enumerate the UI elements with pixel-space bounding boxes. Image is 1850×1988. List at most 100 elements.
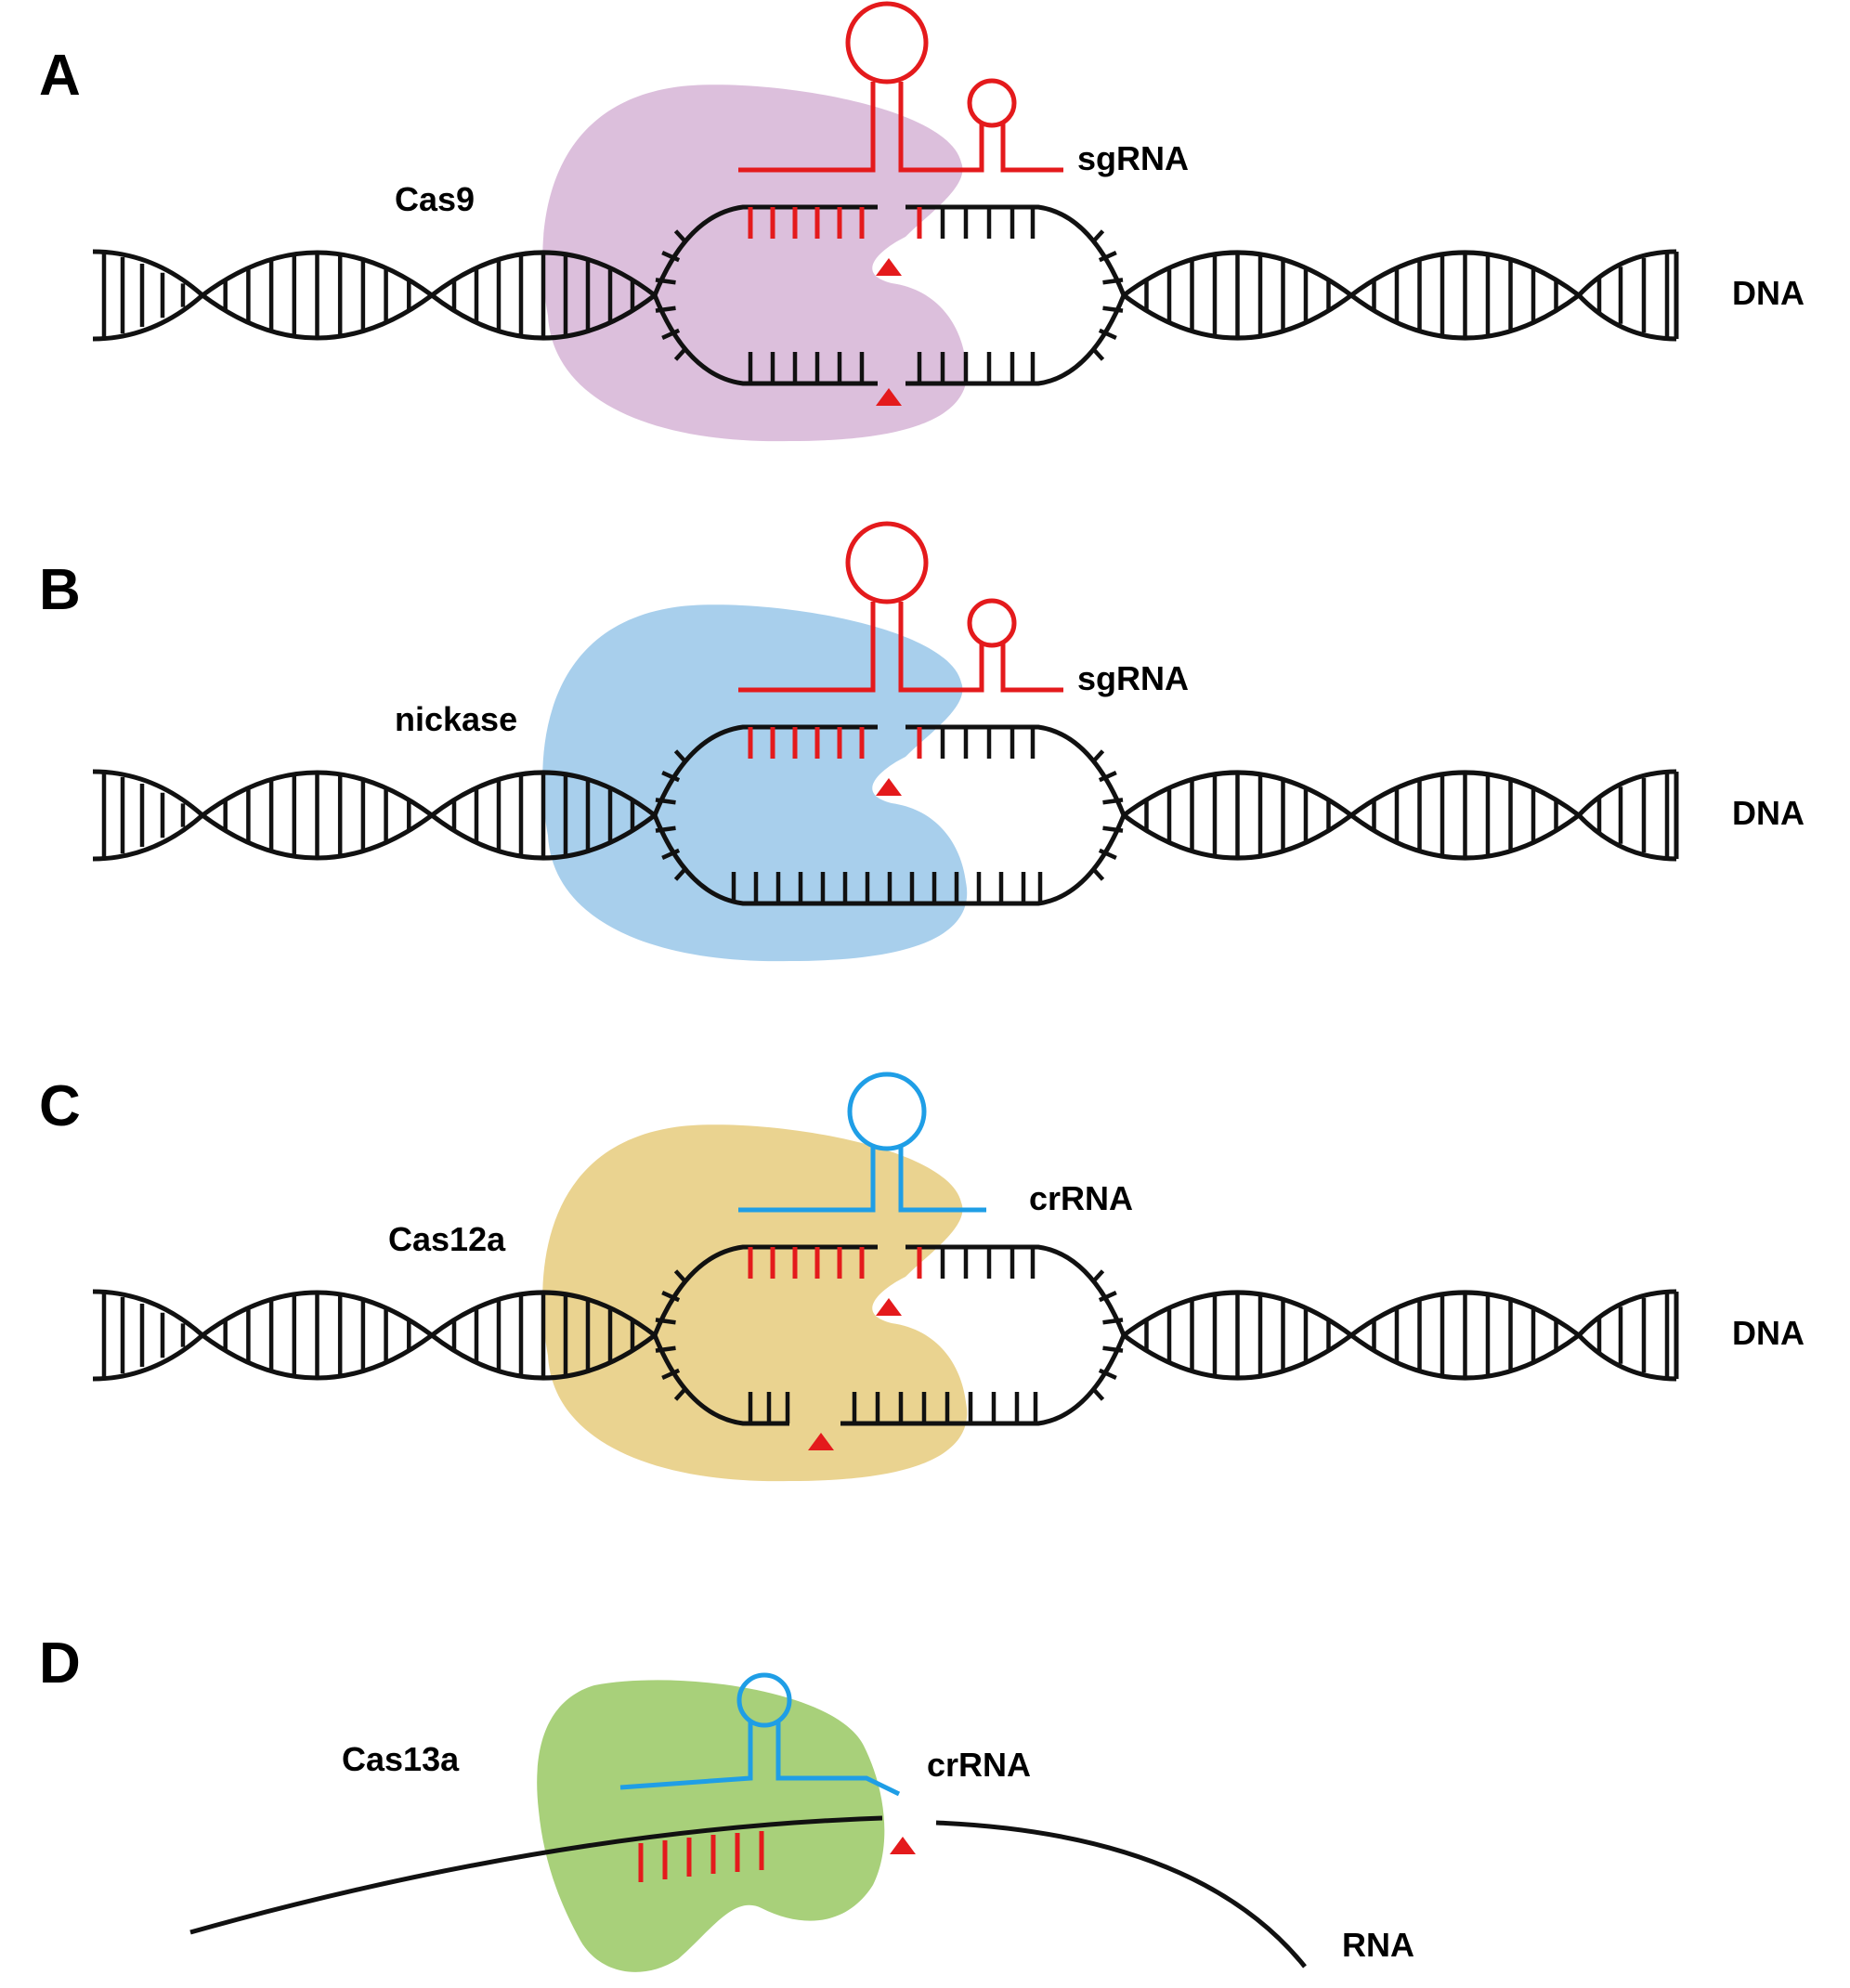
dna-strand: [1122, 1290, 1353, 1337]
dna-strand: [430, 1333, 657, 1381]
sgrna-hairpin-loop-small: [967, 78, 1017, 128]
dna-strand: [1577, 1289, 1677, 1337]
dna-strand: [92, 813, 204, 862]
panel-label-d: D: [39, 1631, 81, 1696]
cut-site-marker-bottom: [808, 1433, 834, 1450]
guide-label-crrna: crRNA: [1029, 1179, 1133, 1217]
sgrna-stem: [898, 82, 984, 173]
base-tick: [1098, 771, 1117, 783]
rna-strand-right: [935, 1820, 1307, 1969]
cas13a-protein: [537, 1680, 885, 1972]
base-tick: [1090, 866, 1105, 881]
base-tick: [673, 346, 688, 361]
non-target-strand: [840, 1334, 1127, 1426]
base-tick: [1098, 328, 1117, 340]
dna-helix-left: [92, 249, 657, 342]
protein-label-cas12a: Cas12a: [388, 1220, 506, 1258]
target-label-dna: DNA: [1732, 1314, 1804, 1352]
sgrna-stem: [738, 82, 876, 173]
dna-helix-left: [92, 1289, 657, 1382]
panel-a: A Cas9 sgRNA DNA: [39, 1, 1804, 442]
dna-strand: [1122, 813, 1353, 861]
base-tick: [1098, 1368, 1117, 1380]
base-tick: [655, 1345, 676, 1353]
dna-strand: [92, 293, 204, 342]
cut-site-marker: [890, 1837, 916, 1854]
dna-strand: [1122, 250, 1353, 297]
cas9-protein: [542, 84, 968, 442]
base-tick: [661, 848, 681, 860]
target-strand: [652, 724, 878, 816]
dna-strand: [201, 292, 434, 341]
base-tick: [1102, 1345, 1124, 1353]
panel-label-c: C: [39, 1074, 81, 1138]
dna-helix-right: [1122, 1289, 1679, 1382]
protein-label-cas9: Cas9: [395, 180, 475, 218]
dna-strand: [1349, 1333, 1581, 1381]
base-tick: [673, 1269, 688, 1284]
dna-strand: [92, 1333, 204, 1382]
sgrna-stem: [738, 602, 876, 693]
protein-label-cas13a: Cas13a: [342, 1740, 460, 1778]
cut-site-marker-top: [876, 1298, 902, 1316]
non-target-strand: [652, 294, 878, 386]
guide-label-sgrna: sgRNA: [1077, 659, 1189, 697]
dna-strand: [430, 1290, 657, 1337]
base-tick: [661, 328, 681, 340]
base-tick: [673, 229, 688, 244]
dna-strand: [430, 250, 657, 297]
dna-strand: [1577, 293, 1677, 342]
nickase-protein: [542, 604, 968, 962]
sgrna-hairpin-loop: [845, 1, 929, 84]
crrna-structure: [619, 1722, 901, 1797]
sgrna-stem: [898, 602, 984, 693]
dna-strand: [1122, 1333, 1353, 1381]
target-strand: [905, 724, 1127, 816]
dna-strand: [430, 293, 657, 341]
non-target-strand: [905, 294, 1127, 386]
panel-label-a: A: [39, 44, 81, 108]
dna-strand: [1349, 813, 1581, 861]
panel-c: C Cas12a crRNA DNA: [39, 1072, 1804, 1482]
dna-strand: [1122, 293, 1353, 341]
guide-label-sgrna: sgRNA: [1077, 139, 1189, 177]
dna-strand: [201, 250, 434, 298]
dna-strand: [201, 1332, 434, 1381]
target-strand: [652, 1244, 878, 1336]
base-tick: [1098, 1291, 1117, 1303]
sgrna-tail: [1000, 123, 1063, 173]
target-label-rna: RNA: [1342, 1926, 1414, 1964]
base-tick: [1098, 251, 1117, 263]
dna-helix-left: [92, 769, 657, 862]
dna-bubble: [652, 204, 1127, 386]
dna-strand: [1577, 1333, 1677, 1382]
base-tick: [661, 1368, 681, 1380]
base-tick: [655, 278, 676, 285]
base-tick: [655, 305, 676, 313]
protein-label-nickase: nickase: [395, 700, 517, 738]
panel-b: B nickase sgRNA DNA: [39, 521, 1804, 962]
target-label-dna: DNA: [1732, 274, 1804, 312]
panel-label-b: B: [39, 558, 81, 622]
base-tick: [655, 1318, 676, 1325]
dna-strand: [430, 813, 657, 861]
dna-strand: [1577, 813, 1677, 862]
base-tick: [1090, 346, 1105, 361]
dna-strand: [1349, 293, 1581, 341]
dna-strand: [1349, 250, 1581, 297]
target-strand: [905, 204, 1127, 296]
cut-site-marker-top: [876, 778, 902, 796]
dna-strand: [201, 812, 434, 861]
base-tick: [1102, 1318, 1124, 1325]
guide-label-crrna: crRNA: [927, 1746, 1031, 1784]
dna-strand: [430, 770, 657, 817]
base-tick: [655, 825, 676, 833]
sgrna-hairpin-loop: [845, 521, 929, 604]
target-label-dna: DNA: [1732, 794, 1804, 832]
crrna-structure: [738, 1072, 986, 1213]
base-tick: [1102, 278, 1124, 285]
dna-strand: [1122, 770, 1353, 817]
dna-strand: [1349, 770, 1581, 817]
crrna-spacer-pairs: [638, 1831, 764, 1882]
target-strand: [905, 1244, 1127, 1336]
